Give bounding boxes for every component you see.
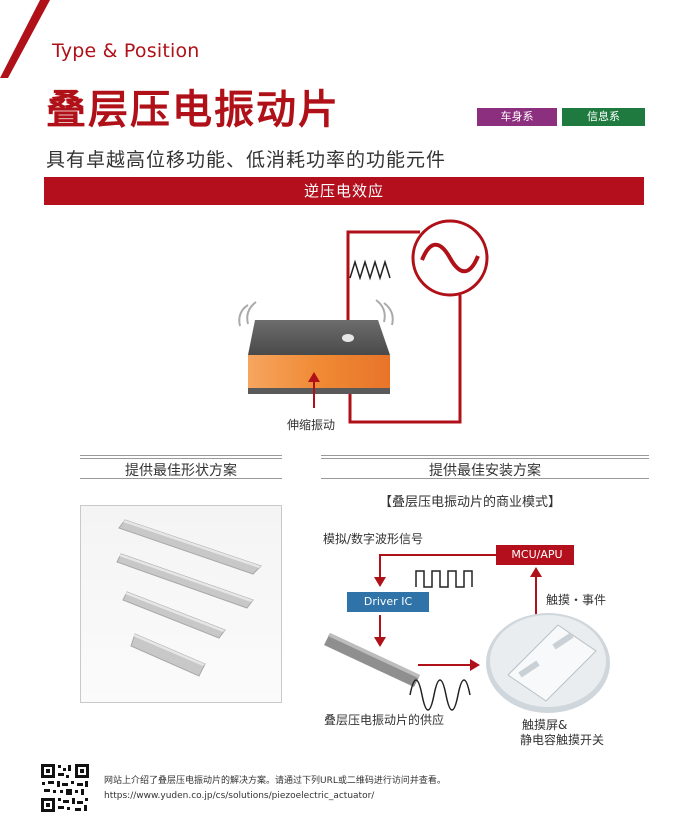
page-subtitle: 具有卓越高位移功能、低消耗功率的功能元件 (46, 149, 447, 171)
tag-info-system: 信息系 (562, 108, 645, 126)
capacitive-switch-label: 静电容触摸开关 (520, 733, 605, 747)
piezo-plate-samples (116, 519, 262, 677)
mcu-apu-box: MCU/APU (511, 548, 563, 561)
tag-body-system: 车身系 (477, 108, 557, 126)
supply-label: 叠层压电振动片的供应 (324, 713, 445, 727)
page-title: 叠层压电振动片 (46, 87, 340, 133)
footer-url-link[interactable]: https://www.yuden.co.jp/cs/solutions/pie… (104, 791, 375, 801)
left-section-divider (80, 455, 282, 459)
signal-label: 模拟/数字波形信号 (323, 532, 424, 546)
left-section-underline (80, 478, 282, 479)
shape-samples-box (80, 505, 282, 703)
section-banner: 逆压电效应 (44, 177, 644, 205)
business-model-subtitle: 【叠层压电振动片的商业模式】 (379, 495, 562, 510)
driver-ic-box: Driver IC (363, 595, 413, 608)
right-section-title: 提供最佳安装方案 (429, 463, 541, 479)
touch-event-label: 触摸・事件 (546, 593, 607, 607)
qr-code-icon (39, 762, 91, 814)
right-section-underline (321, 478, 649, 479)
corner-slash-decoration (0, 0, 50, 78)
type-position-title: Type & Position (52, 40, 200, 62)
left-section-title: 提供最佳形状方案 (125, 463, 237, 479)
right-section-divider (321, 455, 649, 459)
business-model-diagram (324, 545, 610, 713)
vibration-label: 伸缩振动 (287, 418, 336, 432)
piezo-effect-diagram (238, 219, 489, 424)
footer-description: 网站上介绍了叠层压电振动片的解决方案。请通过下列URL或二维码进行访问并查看。 (104, 776, 446, 786)
touch-screen-label: 触摸屏& (522, 718, 568, 732)
